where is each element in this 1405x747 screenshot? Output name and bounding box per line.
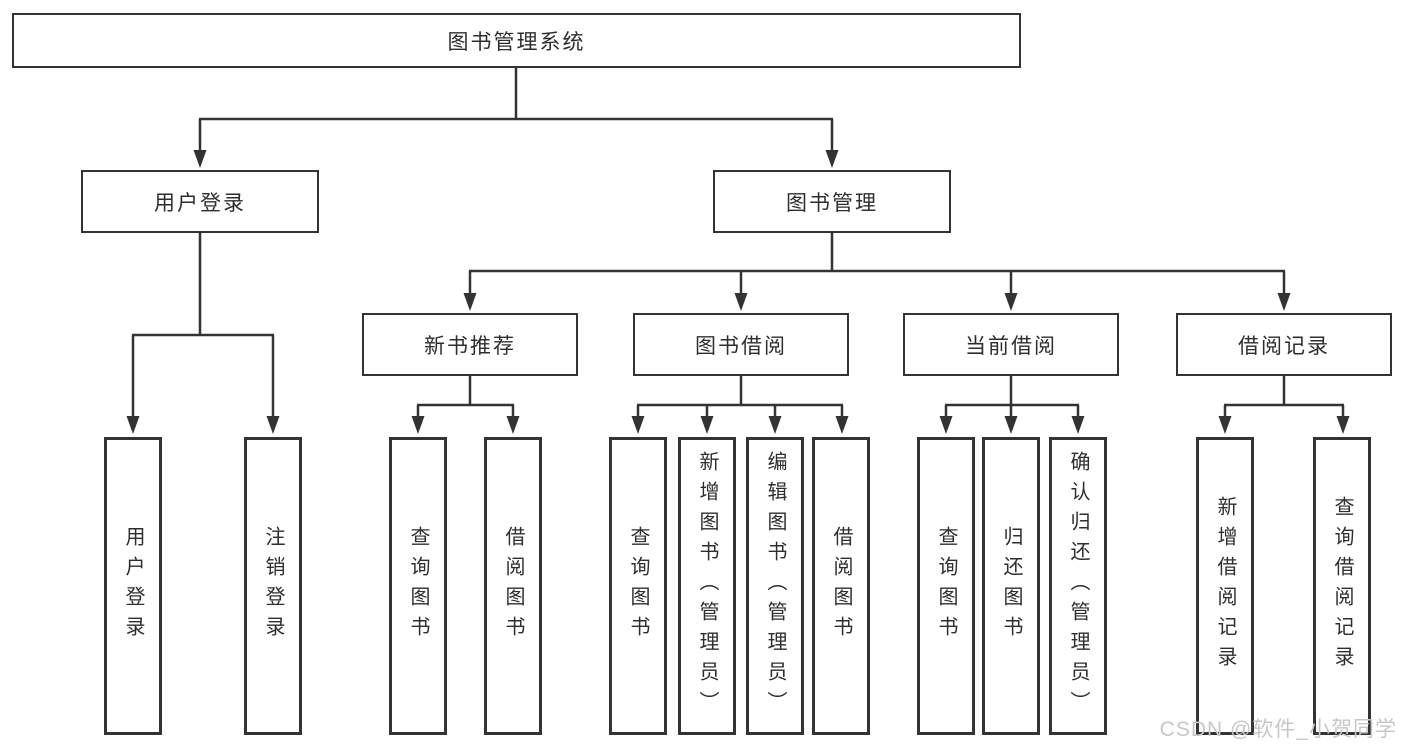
leaf-return-book: 归还图书 [982,437,1040,735]
node-current-borrowing: 当前借阅 [903,313,1119,376]
arrowheads [126,150,1350,434]
leaf-query-books-recommend: 查询图书 [389,437,447,735]
node-book-management: 图书管理 [713,170,951,233]
node-book-borrowing: 图书借阅 [633,313,849,376]
csdn-watermark: CSDN @软件_小贺同学 [1159,718,1397,741]
leaf-borrow-books-recommend: 借阅图书 [484,437,542,735]
leaf-query-books-current: 查询图书 [917,437,975,735]
leaf-add-book-admin: 新增图书（管理员） [678,437,736,735]
node-root: 图书管理系统 [12,13,1021,68]
leaf-add-borrow-record: 新增借阅记录 [1196,437,1254,735]
leaf-borrow-books: 借阅图书 [812,437,870,735]
leaf-user-login: 用户登录 [104,437,162,735]
node-user-login: 用户登录 [81,170,319,233]
leaf-query-books-borrowing: 查询图书 [609,437,667,735]
leaf-logout: 注销登录 [244,437,302,735]
node-borrowing-records: 借阅记录 [1176,313,1392,376]
leaf-edit-book-admin: 编辑图书（管理员） [746,437,804,735]
leaf-query-borrow-record: 查询借阅记录 [1313,437,1371,735]
leaf-confirm-return-admin: 确认归还（管理员） [1049,437,1107,735]
node-new-book-recommend: 新书推荐 [362,313,578,376]
